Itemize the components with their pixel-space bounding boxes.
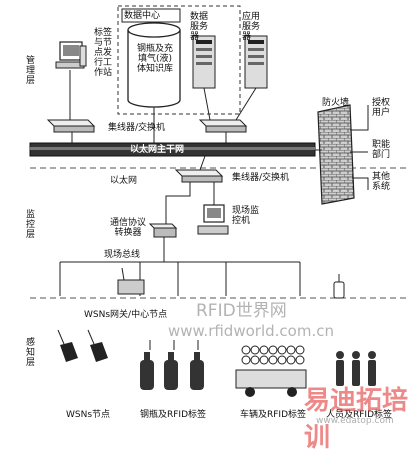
cylinder-tag-label: 钢瓶及RFID标签 [140,410,207,420]
gas-cylinder-icon [140,352,154,390]
layer-label-monitoring: 监控层 [26,210,36,240]
switch-mid-label: 集线器/交换机 [232,173,290,183]
switch-top-right-icon [198,119,248,133]
person-icon [368,351,376,386]
monitoring-links [60,155,300,263]
switch-top-left-icon [46,119,96,133]
app-server-label: 应用服务器 [242,12,261,42]
external-authorized-users: 授权用户 [372,98,391,118]
gas-cylinder-icon [164,352,178,390]
firewall-icon [317,104,355,205]
data-center-title-frame [121,8,181,23]
site-pc-label: 现场监控机 [232,206,260,226]
management-links [69,70,257,146]
site-pc-icon [197,204,229,235]
label-station-label: 标签与节点发行工作站 [94,28,113,78]
switch-top-label: 集线器/交换机 [108,123,166,133]
database-label: 钢瓶及充填气(液)体知识库 [137,44,174,74]
vehicle-icon [235,345,307,397]
backbone-highlight [30,147,315,150]
firewall-label: 防火墙 [322,98,350,108]
layer-label-perception: 感知层 [26,338,36,368]
rfid-signal-icon [149,340,199,350]
vehicle-tag-label: 车辆及RFID标签 [240,410,307,420]
app-server-icon [244,35,268,89]
database-icon [127,22,181,108]
switch-mid-icon [174,169,224,183]
watermark-rfid-cn: RFID世界网 [196,301,287,321]
external-other-systems: 其他系统 [372,172,391,192]
data-center-box [117,5,241,115]
watermark-rfid-url: www.rfidworld.com.cn [168,322,334,340]
person-icon [352,351,360,386]
watermark-edu-url: www.edatop.com [316,416,394,426]
ethernet-label: 以太网 [110,176,138,186]
firewall-external-links [350,105,369,190]
fieldbus-label: 现场总线 [104,250,141,260]
data-server-icon [192,35,216,89]
wsn-gateway-label: WSNs网关/中心节点 [84,310,168,320]
person-icon [336,351,344,386]
wsn-node-label: WSNs节点 [66,410,111,420]
gas-cylinder-icon [190,352,204,390]
fieldbus-drops [59,262,301,296]
wsn-sensor-icon [87,329,108,362]
workstation-icon [55,41,87,69]
external-departments: 职能部门 [372,140,391,160]
architecture-diagram [29,5,410,397]
protocol-converter-icon [148,223,178,238]
wsn-sensor-icon [57,329,78,362]
layer-label-management: 管理层 [26,56,36,86]
backbone-label: 以太网主干网 [130,145,185,155]
person-tag-label: 人员及RFID标签 [326,410,393,420]
data-server-label: 数据服务器 [190,12,209,42]
wsn-gateway-icon [117,267,145,295]
data-center-title: 数据中心 [124,11,161,21]
protocol-converter-label: 通信协议转换器 [109,218,146,238]
reader-antenna-icon [333,274,345,299]
